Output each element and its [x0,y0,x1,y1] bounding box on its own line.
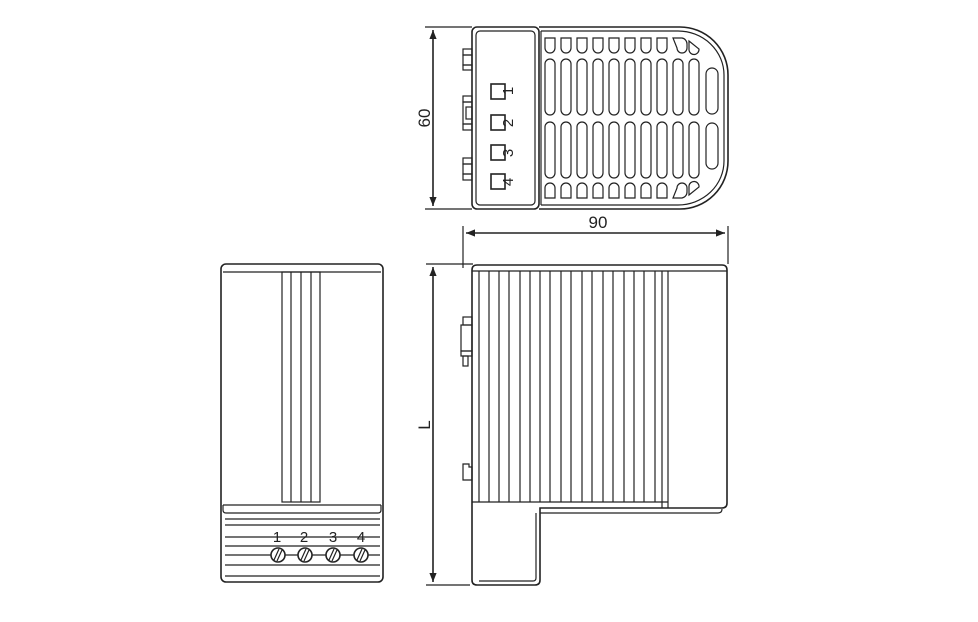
vent-slots [544,37,719,199]
front-view: 1 2 3 4 [220,263,384,583]
heater-housing-side [471,264,728,586]
terminal-strip [225,518,380,577]
terminal-labels-front: 1 2 3 4 [273,529,365,546]
screw-icon [353,547,369,563]
side-din-clips [460,316,473,481]
terminal-label-1: 1 [500,87,517,95]
terminal-label-4: 4 [500,178,517,186]
heater-housing-top [539,26,729,210]
screw-icon [270,547,286,563]
side-view: L [415,263,728,586]
cooling-ribs [478,271,669,508]
front-terminal-label-1: 1 [273,529,281,546]
dimension-90: 90 [462,213,729,268]
terminal-labels-top: 1 2 3 4 [500,87,517,186]
dimension-90-label: 90 [589,213,608,232]
screw-icon [325,547,341,563]
terminal-label-3: 3 [500,149,517,157]
heater-housing-front [220,263,384,583]
front-ribs [281,271,321,503]
screw-icon [297,547,313,563]
terminal-block [471,26,540,210]
front-terminal-label-4: 4 [357,529,365,546]
front-terminal-label-3: 3 [329,529,337,546]
top-view: 60 1 2 3 4 [415,26,729,210]
terminal-screws [270,547,369,563]
front-terminal-label-2: 2 [300,529,308,546]
terminal-label-2: 2 [500,119,517,127]
dimension-l: L [415,263,473,586]
dimension-60: 60 [415,26,472,210]
dimension-l-label: L [415,420,434,429]
dimension-60-label: 60 [415,109,434,128]
din-clips [462,48,473,181]
terminal-squares [490,83,506,190]
